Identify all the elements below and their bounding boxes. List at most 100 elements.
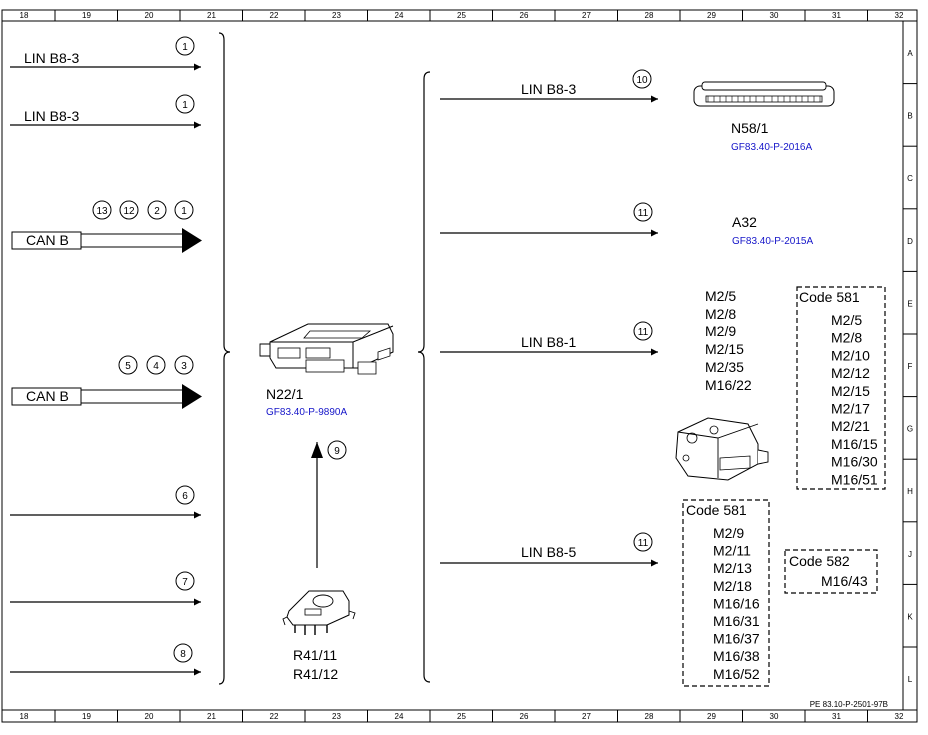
box-item: M2/21: [831, 418, 870, 434]
box-item: M2/5: [831, 312, 862, 328]
column-number: 28: [645, 11, 654, 20]
r41-11-name: R41/11: [293, 647, 337, 663]
right-signal-lin-b8-3: LIN B8-3 10: [440, 69, 658, 103]
column-number: 18: [20, 712, 29, 721]
r41-sensor-drawing: [282, 590, 356, 635]
box-item: M16/37: [713, 631, 760, 647]
signal-label: LIN B8-3: [24, 50, 79, 66]
box-title: Code 581: [686, 502, 747, 518]
motor-item: M2/35: [705, 359, 744, 375]
motor-item: M2/15: [705, 341, 744, 357]
column-number: 27: [582, 712, 591, 721]
document-id: PE 83.10-P-2501-97B: [810, 700, 888, 709]
ref-number: 2: [154, 206, 160, 217]
row-letter: H: [907, 487, 913, 496]
ref-number: 7: [182, 577, 188, 588]
column-number: 19: [82, 712, 91, 721]
column-number: 32: [895, 11, 904, 20]
box-title: Code 582: [789, 553, 850, 569]
box-item: M16/43: [821, 573, 868, 589]
box-item: M2/17: [831, 401, 870, 417]
box-title: Code 581: [799, 289, 860, 305]
motor-item: M2/8: [705, 306, 736, 322]
signal-label: LIN B8-5: [521, 544, 576, 560]
column-number: 25: [457, 11, 466, 20]
ref-number: 6: [182, 491, 188, 502]
column-number: 24: [395, 11, 404, 20]
ref-number: 5: [125, 361, 131, 372]
left-brace: [218, 32, 231, 685]
box-item: M16/16: [713, 595, 760, 611]
box-item: M16/52: [713, 666, 760, 682]
column-number: 18: [20, 11, 29, 20]
actuator-motor-drawing: [675, 417, 769, 481]
row-letter: K: [907, 612, 913, 621]
ref-number: 9: [334, 446, 340, 457]
left-signal-1: LIN B8-3 1: [10, 36, 201, 71]
motor-list: M2/5 M2/8 M2/9 M2/15 M2/35 M16/22: [705, 288, 752, 393]
column-number: 29: [707, 11, 716, 20]
ref-number: 11: [638, 208, 649, 219]
column-number: 29: [707, 712, 716, 721]
frame: [1, 9, 918, 723]
row-letter: F: [908, 362, 913, 371]
column-number: 30: [770, 712, 779, 721]
signal-label: LIN B8-1: [521, 334, 576, 350]
column-number: 30: [770, 11, 779, 20]
n22-control-unit-drawing: [259, 323, 394, 375]
a32-name: A32: [732, 214, 757, 230]
row-letter: C: [907, 174, 913, 183]
code-581-top-box: Code 581 M2/5M2/8M2/10M2/12M2/15M2/17M2/…: [796, 286, 886, 490]
signal-label: CAN B: [26, 232, 69, 248]
row-ruler: A B C D E F G H J K L: [903, 49, 917, 684]
column-number: 22: [270, 712, 279, 721]
ref-number: 12: [123, 206, 135, 217]
ref-number: 1: [181, 206, 187, 217]
ref-number: 1: [182, 100, 188, 111]
column-number: 31: [832, 11, 841, 20]
box-item: M2/9: [713, 525, 744, 541]
column-number: 19: [82, 11, 91, 20]
column-number: 26: [520, 712, 529, 721]
left-signal-6: 6: [10, 485, 201, 519]
row-letter: E: [907, 299, 912, 308]
row-letter: A: [907, 49, 913, 58]
row-letter: L: [908, 675, 913, 684]
right-signal-lin-b8-1: LIN B8-1 11: [440, 321, 658, 356]
column-number: 21: [207, 712, 216, 721]
box-item: M2/18: [713, 578, 752, 594]
row-letter: B: [907, 112, 912, 121]
ref-number: 8: [180, 649, 186, 660]
column-number: 24: [395, 712, 404, 721]
row-letter: J: [908, 550, 912, 559]
ref-number: 3: [181, 361, 187, 372]
ref-number: 11: [638, 327, 649, 338]
r41-12-name: R41/12: [293, 666, 338, 682]
row-letter: G: [907, 425, 913, 434]
right-signal-lin-b8-5: LIN B8-5 11: [440, 532, 658, 567]
ref-number: 13: [96, 206, 108, 217]
left-signal-8: 8: [10, 643, 201, 676]
ref-number: 10: [636, 75, 648, 86]
box-item: M2/8: [831, 330, 862, 346]
box-item: M16/15: [831, 436, 878, 452]
box-item: M2/10: [831, 347, 870, 363]
box-item: M2/13: [713, 560, 752, 576]
motor-item: M2/9: [705, 323, 736, 339]
left-signal-can-b-1: CAN B 13 12 2 1: [11, 200, 202, 253]
code-581-bottom-box: Code 581 M2/9M2/11M2/13M2/18M16/16M16/31…: [682, 499, 770, 687]
column-number: 23: [332, 11, 341, 20]
ref-number: 1: [182, 42, 188, 53]
column-number: 23: [332, 712, 341, 721]
box-item: M16/38: [713, 648, 760, 664]
row-letter: D: [907, 237, 913, 246]
column-number: 32: [895, 712, 904, 721]
middle-brace: [417, 71, 431, 683]
code-582-box: Code 582 M16/43: [784, 549, 878, 594]
left-signal-can-b-2: CAN B 5 4 3: [11, 355, 202, 409]
column-number: 21: [207, 11, 216, 20]
motor-item: M16/22: [705, 377, 752, 393]
signal-label: LIN B8-3: [521, 81, 576, 97]
left-signal-7: 7: [10, 571, 201, 606]
